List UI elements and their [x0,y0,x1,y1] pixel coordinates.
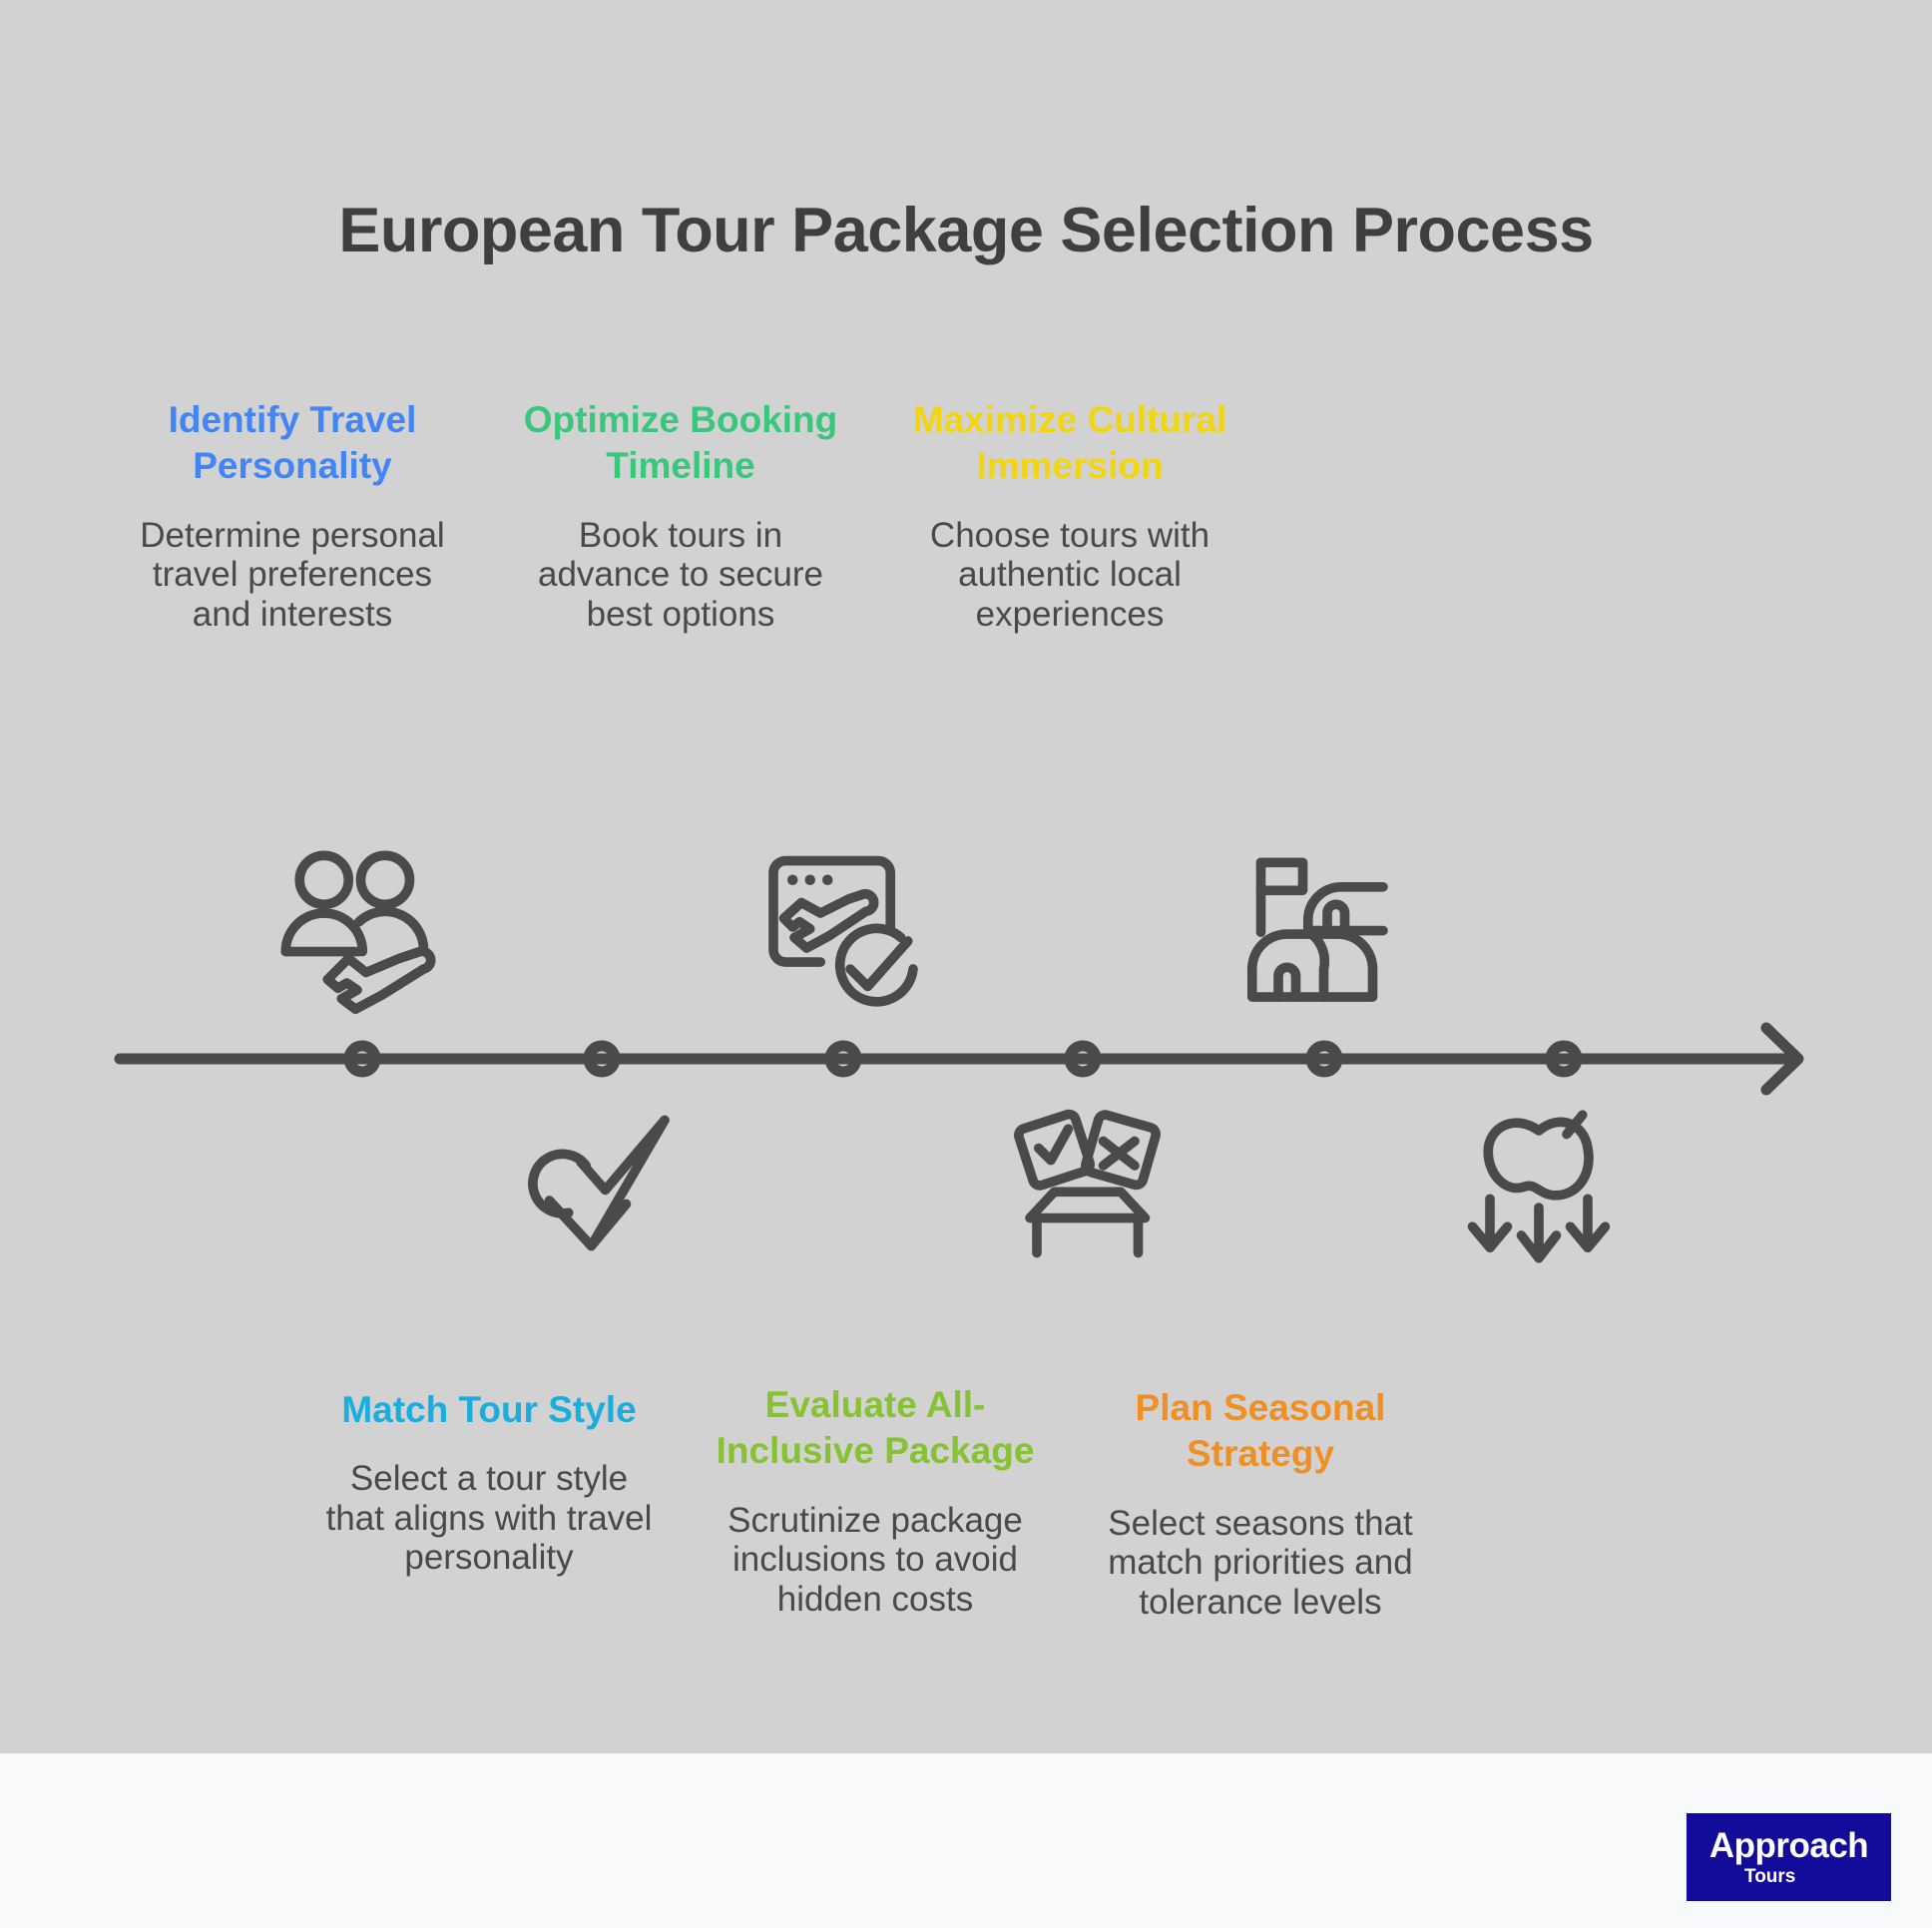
step-block-optimize-booking-timeline: Optimize Booking Timeline Book tours in … [516,397,845,634]
step-description: Select seasons that match priorities and… [1108,1503,1413,1622]
step-heading: Maximize Cultural Immersion [912,399,1227,487]
step-heading: Optimize Booking Timeline [523,399,838,487]
page-title: European Tour Package Selection Process [338,196,1594,265]
step-heading: Plan Seasonal Strategy [1135,1387,1386,1475]
double-check-badge-icon [512,1103,692,1277]
step-block-evaluate-all-inclusive-package: Evaluate All-Inclusive Package Scrutiniz… [711,1382,1040,1619]
compare-cards-icon [1010,1096,1190,1270]
falling-fruit-seasons-icon [1449,1096,1629,1270]
step-block-plan-seasonal-strategy: Plan Seasonal Strategy Select seasons th… [1096,1385,1425,1622]
step-block-match-tour-style: Match Tour Style Select a tour style tha… [324,1387,654,1578]
step-description: Scrutinize package inclusions to avoid h… [727,1500,1023,1619]
step-description: Choose tours with authentic local experi… [929,515,1210,634]
step-description: Select a tour style that aligns with tra… [325,1459,653,1578]
step-block-identify-travel-personality: Identify Travel Personality Determine pe… [128,397,457,634]
step-description: Determine personal travel preferences an… [140,515,445,634]
step-heading: Match Tour Style [341,1389,637,1430]
people-travel-icon [267,843,447,1018]
monument-flag-icon [1237,843,1417,1018]
logo-wordmark: Approach [1708,1826,1869,1865]
infographic-panel [0,0,1932,1753]
step-heading: Evaluate All-Inclusive Package [716,1384,1035,1472]
step-heading: Identify Travel Personality [168,399,417,487]
logo-subtext: Tours [1744,1866,1796,1887]
approach-tours-logo: Approach Tours [1687,1813,1891,1901]
browser-flight-check-icon [760,843,940,1018]
step-description: Book tours in advance to secure best opt… [537,515,823,634]
step-block-maximize-cultural-immersion: Maximize Cultural Immersion Choose tours… [905,397,1234,634]
